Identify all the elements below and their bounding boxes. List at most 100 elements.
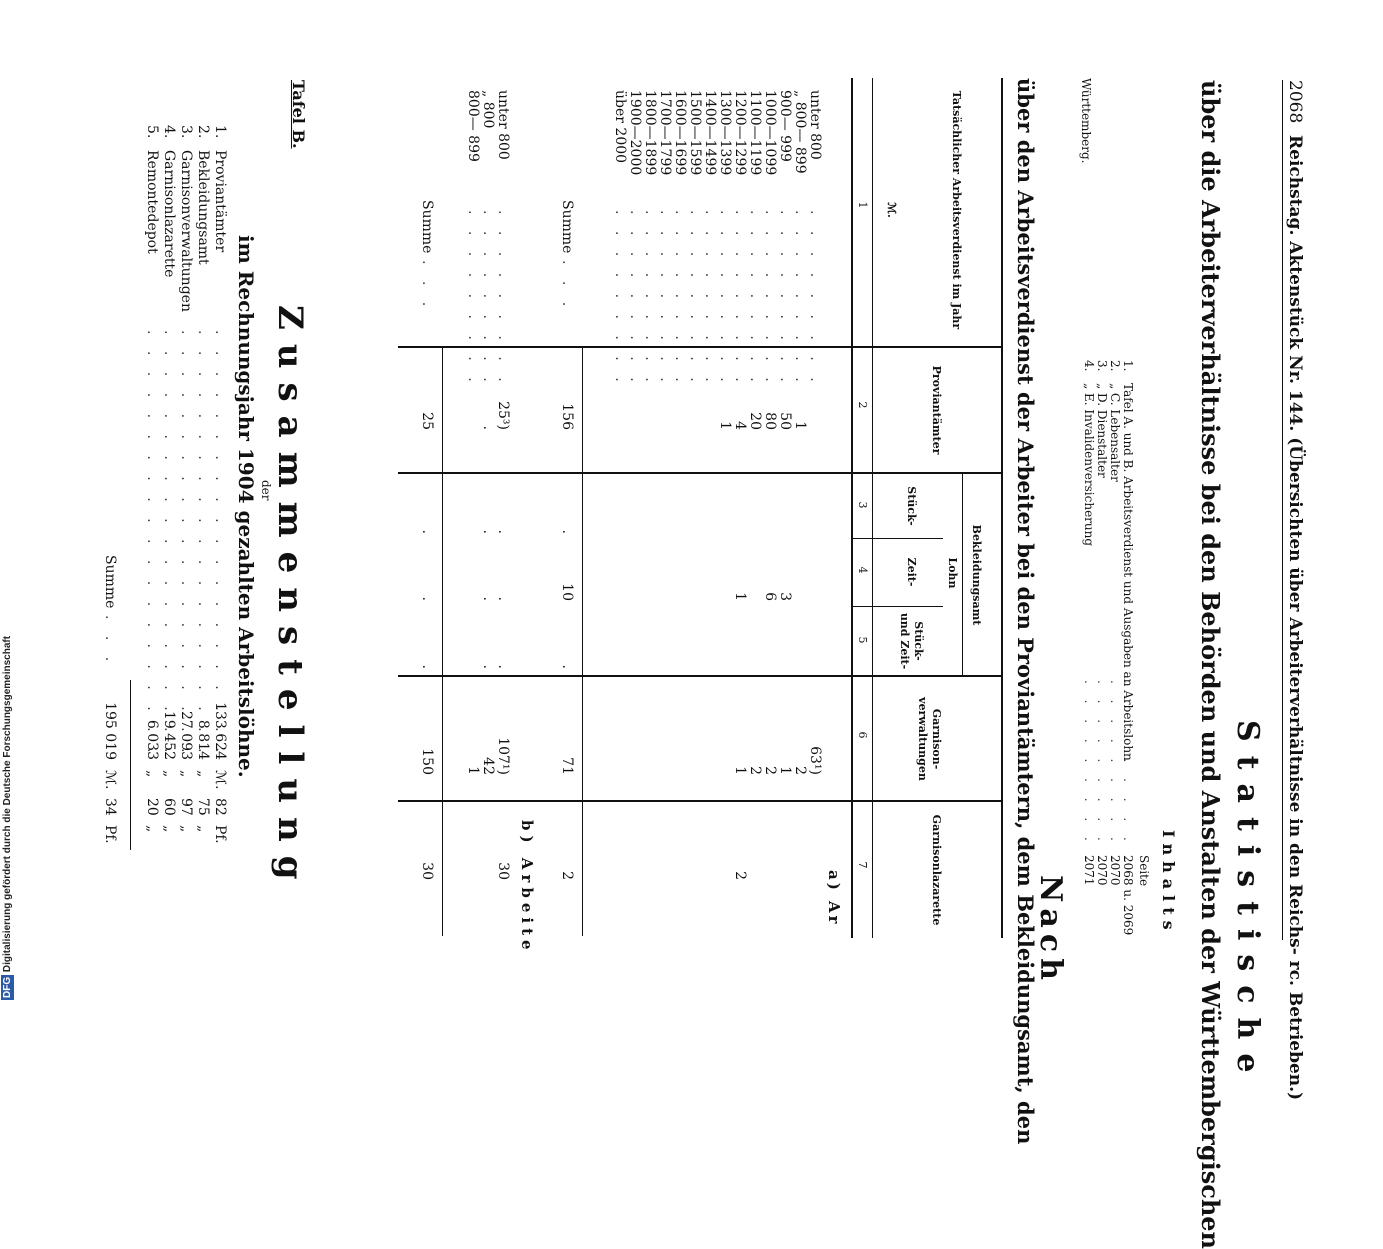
row-label: 1000—1099 (762, 90, 778, 176)
cell-proviant: . (480, 425, 496, 430)
col-header-proviant: Proviantämter (930, 365, 943, 455)
zeit-sz-sep (853, 606, 943, 607)
row-dots: . . . . . . . . . (702, 210, 718, 388)
row-label: unter 800 (495, 90, 511, 160)
summary-total-unit: ℳ. (102, 770, 118, 790)
cell-stueck: . (480, 529, 496, 534)
cell-proviant: 1 (792, 421, 808, 430)
row-dots: . . . . . . . . . (642, 210, 658, 388)
contents-entry-no: 4. (1082, 360, 1096, 372)
cell-proviant: 156 (559, 403, 575, 430)
summary-item-no: 5. (144, 125, 160, 139)
row-label: 1400—1499 (702, 90, 718, 176)
summary-item-label: Remontedepot (144, 150, 160, 254)
row-dots: . . . . . . . . . (627, 210, 643, 388)
table-top-rule (1001, 78, 1003, 938)
contents-entry-page: 2070 (1095, 855, 1109, 886)
contents-entry-dots: . . . . . . . . . . (1121, 680, 1135, 867)
summary-item-no: 1. (212, 125, 228, 139)
contents-entry-page: 2068 u. 2069 (1121, 855, 1135, 936)
summary-item-unit: „ (144, 770, 160, 778)
col-header-zeit: Zeit- (905, 557, 918, 587)
cell-gv: 1 (732, 766, 748, 775)
row-dots: . . . . . . . . . (687, 210, 703, 388)
row-dots: . . . . . . . . . (612, 210, 628, 388)
row-label: 1600—1699 (672, 90, 688, 176)
col-header-stueck: Stück- (905, 486, 918, 526)
summary-item-unit: ℳ. (212, 770, 228, 790)
cell-gl: 2 (559, 871, 575, 880)
cell-zeit: 3 (777, 592, 793, 601)
row-dots: . . . . . . . . . (672, 210, 688, 388)
section-title: über den Arbeitsverdienst der Arbeiter b… (1013, 78, 1038, 1145)
row-label: unter 800 (807, 90, 823, 160)
header-rule (1282, 80, 1283, 940)
row-label: „ 800— 899 (792, 90, 808, 174)
row-label: 1900—2000 (627, 90, 643, 176)
row-dots: . . . (559, 260, 575, 313)
cell-gv: 2 (747, 766, 763, 775)
running-title: Reichstag. Aktenstück Nr. 144. (Übersich… (1285, 135, 1305, 1101)
summary-item-no: 2. (195, 125, 211, 139)
contents-entry-text: „ E. Invalidenversicherung (1082, 383, 1096, 547)
contents-entry-dots: . . . . . . . . . . (1095, 680, 1109, 867)
row-label: 900— 999 (777, 90, 793, 162)
summary-item-amount: 6 033 (144, 719, 160, 760)
table-number-rule (851, 78, 853, 938)
summary-item-pf: 82 (212, 798, 228, 816)
summary-total-label: Summe (102, 555, 118, 609)
contents-entry-text: „ C. Lebensalter (1108, 383, 1122, 482)
summary-item-pf: 60 (161, 798, 177, 816)
cell-stueck: . (419, 529, 435, 534)
row-label: 1500—1599 (687, 90, 703, 176)
col-sep-4 (398, 800, 1003, 802)
col-header-lohn: Lohn (946, 557, 959, 589)
cell-zeit: . (419, 596, 435, 601)
contents-entry-page: 2070 (1108, 855, 1122, 886)
summary-der: der (259, 480, 273, 501)
cell-proviant: 80 (762, 412, 778, 430)
summary-item-pf: 20 (144, 798, 160, 816)
cell-sz: . (559, 664, 575, 669)
summary-item-pf-unit: „ (161, 825, 177, 833)
cell-stueck: . (559, 529, 575, 534)
sum-a-rule (582, 346, 583, 936)
summary-title: Zusammenstellung (270, 305, 310, 894)
cell-gv: 42 (480, 757, 496, 775)
row-label: 800— 899 (465, 90, 481, 162)
summary-total-rule (130, 680, 131, 850)
cell-proviant: 20 (747, 412, 763, 430)
col-header-garnison-laz: Garnisonlazarette (930, 814, 943, 926)
row-label: 1100—1199 (747, 90, 763, 176)
row-dots: . . . . . . . . . (657, 210, 673, 388)
cell-zeit: 10 (559, 583, 575, 601)
section-b-label: b) Arbeite (518, 820, 536, 955)
cell-zeit: 1 (732, 592, 748, 601)
bekleidung-subrule (962, 472, 963, 675)
cell-proviant: 50 (777, 412, 793, 430)
col-sep-2 (398, 472, 1003, 474)
summary-item-pf-unit: Pf. (212, 825, 228, 844)
cell-gv: 63¹) (807, 746, 823, 775)
col-number: 2 (856, 401, 869, 409)
dfg-logo-icon: DFG (1, 974, 14, 1000)
summary-item-amount: 19 452 (161, 711, 177, 760)
row-dots: . . . . . . . . . (465, 210, 481, 388)
doc-title-main: Statistische (1230, 720, 1265, 1087)
summary-item-label: Proviantämter (212, 150, 228, 253)
contents-heading: Inhalts (1159, 830, 1178, 936)
sum-label: Summe (419, 200, 435, 254)
cell-zeit: . (495, 596, 511, 601)
digitization-note-wrap: DFG Digitalisierung gefördert durch die … (1, 636, 14, 1000)
summary-item-unit: „ (161, 770, 177, 778)
summary-item-label: Garnisonlazarette (161, 150, 177, 278)
contents-entry-page: 2071 (1082, 855, 1096, 886)
col-header-bekleidung: Bekleidungsamt (970, 524, 983, 626)
cell-gv: 71 (559, 757, 575, 775)
summary-total-dots: . . . (102, 615, 118, 668)
cell-gv: 1 (465, 766, 481, 775)
row-label: „ 800 (480, 90, 496, 129)
cell-proviant: 1 (717, 421, 733, 430)
row-dots: . . . . . . . . . (807, 210, 823, 388)
col-header-earnings: Tatsächlicher Arbeitsverdienst im Jahr (950, 90, 963, 330)
